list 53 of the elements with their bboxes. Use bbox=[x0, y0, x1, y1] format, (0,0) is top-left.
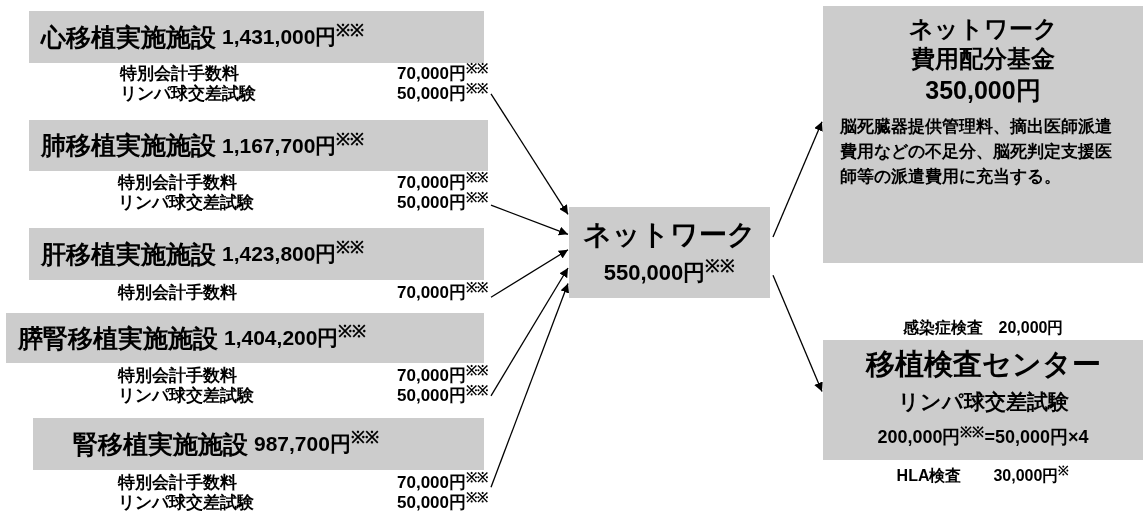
facility-amount: 1,167,700円$^{※※}$ bbox=[222, 131, 365, 159]
fee-item: 特別会計手数料 bbox=[120, 65, 240, 84]
arrow bbox=[490, 93, 569, 215]
fund-title: ネットワーク費用配分基金 bbox=[907, 14, 1059, 74]
facility-name: 心移植実施施設 bbox=[41, 21, 216, 53]
fee-amount: 70,000円$^{※※}$ bbox=[397, 474, 488, 492]
facility-amount: 1,431,000円$^{※※}$ bbox=[222, 23, 365, 50]
fee-amount: 70,000円$^{※※}$ bbox=[397, 367, 488, 385]
test-center-box bbox=[823, 340, 1143, 460]
facility-amount: 1,404,200円$^{※※}$ bbox=[224, 324, 367, 351]
network-box bbox=[569, 207, 770, 298]
facility-box bbox=[29, 228, 484, 280]
center-title: 移植検査センター bbox=[865, 347, 1101, 382]
fee-item: リンパ球交差試験 bbox=[118, 194, 254, 214]
facility-name: 肝移植実施施設 bbox=[41, 238, 216, 270]
fee-amount: 50,000円$^{※※}$ bbox=[397, 85, 488, 105]
fund-description: 脳死臓器提供管理料、摘出医師派遣費用などの不足分、脳死判定支援医師等の派遣費用に充当する。 bbox=[840, 116, 1114, 188]
arrow bbox=[772, 121, 823, 238]
test-name: リンパ球交差試験 bbox=[897, 389, 1069, 415]
fee-item: 特別会計手数料 bbox=[118, 174, 238, 193]
facility-name: 肺移植実施施設 bbox=[41, 130, 216, 161]
cost-note: 感染症検査 20,000円 bbox=[902, 319, 1064, 336]
arrow bbox=[772, 274, 823, 393]
facility-name: 膵腎移植実施施設 bbox=[18, 322, 218, 354]
fee-item: リンパ球交差試験 bbox=[120, 85, 256, 105]
facility-box bbox=[6, 313, 484, 363]
network-amount: 550,000円$^{※※}$ bbox=[603, 254, 736, 287]
facility-box bbox=[29, 11, 484, 63]
fee-item: 特別会計手数料 bbox=[118, 474, 238, 493]
fee-item: 特別会計手数料 bbox=[118, 284, 237, 304]
facility-box bbox=[29, 120, 488, 171]
facility-amount: 1,423,800円$^{※※}$ bbox=[222, 240, 365, 267]
fund-amount: 350,000円 bbox=[925, 75, 1041, 106]
fee-amount: 50,000円$^{※※}$ bbox=[397, 194, 488, 214]
fee-amount: 70,000円$^{※※}$ bbox=[397, 65, 488, 83]
fund-box bbox=[823, 6, 1143, 263]
fee-amount: 70,000円$^{※※}$ bbox=[397, 284, 488, 304]
fee-amount: 50,000円$^{※※}$ bbox=[397, 494, 488, 514]
arrow bbox=[490, 282, 570, 488]
cost-note: HLA検査 30,000円$^{※}$ bbox=[896, 467, 1070, 484]
fee-item: リンパ球交差試験 bbox=[118, 387, 254, 407]
facility-amount: 987,700円$^{※※}$ bbox=[254, 430, 379, 457]
fee-amount: 70,000円$^{※※}$ bbox=[397, 174, 488, 192]
fee-item: 特別会計手数料 bbox=[118, 367, 238, 386]
test-amount: 200,000円$^{※※}$=50,000円×4 bbox=[877, 422, 1089, 449]
fee-item: リンパ球交差試験 bbox=[118, 494, 254, 514]
arrow bbox=[490, 267, 569, 397]
arrow bbox=[490, 204, 569, 236]
fee-amount: 50,000円$^{※※}$ bbox=[397, 387, 488, 407]
facility-name: 腎移植実施施設 bbox=[73, 428, 248, 460]
network-title: ネットワーク bbox=[583, 217, 756, 252]
arrow bbox=[490, 249, 569, 298]
facility-box bbox=[33, 418, 484, 470]
